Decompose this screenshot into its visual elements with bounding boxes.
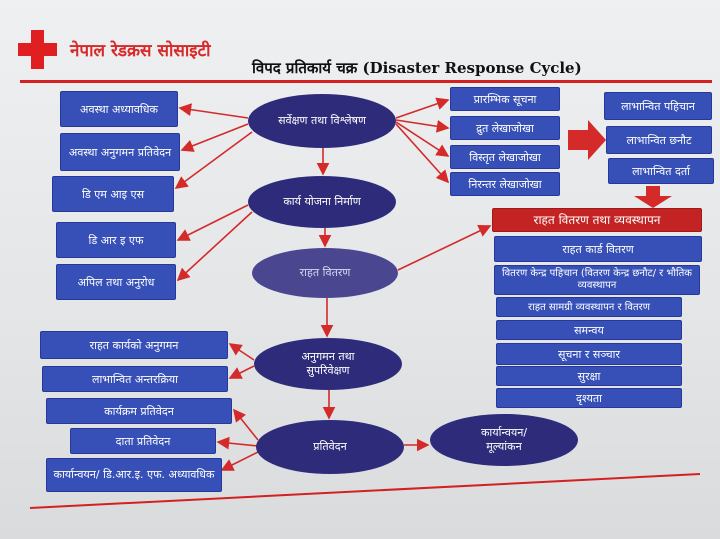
box-dref: डि आर इ एफ xyxy=(56,222,176,258)
box-detailed-assessment: विस्तृत लेखाजोखा xyxy=(450,145,560,169)
box-initial-information: प्रारम्भिक सूचना xyxy=(450,87,560,111)
box-relief-work-monitoring: राहत कार्यको अनुगमन xyxy=(40,331,228,359)
oval-implementation-evaluation: कार्यान्वयन/ मूल्यांकन xyxy=(430,414,578,466)
box-appeal-request: अपिल तथा अनुरोध xyxy=(56,264,176,300)
box-relief-card-distribution: राहत कार्ड वितरण xyxy=(494,236,702,262)
box-donor-report: दाता प्रतिवेदन xyxy=(70,428,216,454)
red-cross-logo xyxy=(18,30,57,69)
box-visibility: दृश्यता xyxy=(496,388,682,408)
diagram-title: विपद प्रतिकार्य चक्र (Disaster Response … xyxy=(252,59,582,77)
oval-relief-distribution: राहत वितरण xyxy=(252,248,398,298)
box-security: सुरक्षा xyxy=(496,366,682,386)
box-distribution-centre: वितरण केन्द्र पहिचान (वितरण केन्द्र छनौट… xyxy=(494,265,700,295)
box-information-communication: सूचना र सञ्चार xyxy=(496,343,682,365)
box-coordination: समन्वय xyxy=(496,320,682,340)
box-implementation-dref-update: कार्यान्वयन/ डि.आर.इ. एफ. अध्यावधिक xyxy=(46,458,222,492)
box-rapid-assessment: द्रुत लेखाजोखा xyxy=(450,116,560,140)
relief-management-header: राहत वितरण तथा व्यवस्थापन xyxy=(492,208,702,232)
box-situation-update: अवस्था अध्यावधिक xyxy=(60,91,178,127)
box-beneficiary-selection: लाभान्वित छनौट xyxy=(606,126,712,154)
box-beneficiary-identification: लाभान्वित पहिचान xyxy=(604,92,712,120)
oval-action-planning: कार्य योजना निर्माण xyxy=(248,176,396,228)
oval-survey-analysis: सर्वेक्षण तथा विश्लेषण xyxy=(248,94,396,148)
oval-monitoring-supervision: अनुगमन तथा सुपरिवेक्षण xyxy=(254,338,402,390)
box-continuous-assessment: निरन्तर लेखाजोखा xyxy=(450,172,560,196)
title-rule-left xyxy=(20,80,620,83)
org-name: नेपाल रेडक्रस सोसाइटी xyxy=(70,41,211,61)
box-relief-goods-management: राहत सामग्री व्यवस्थापन र वितरण xyxy=(496,297,682,317)
title-rule-right xyxy=(380,80,712,83)
box-beneficiary-registration: लाभान्वित दर्ता xyxy=(608,158,714,184)
box-program-report: कार्यक्रम प्रतिवेदन xyxy=(46,398,232,424)
box-situation-monitoring-report: अवस्था अनुगमन प्रतिवेदन xyxy=(60,133,180,171)
box-dmis: डि एम आइ एस xyxy=(52,176,174,212)
oval-reporting: प्रतिवेदन xyxy=(256,420,404,474)
box-beneficiary-interaction: लाभान्वित अन्तरक्रिया xyxy=(42,366,228,392)
